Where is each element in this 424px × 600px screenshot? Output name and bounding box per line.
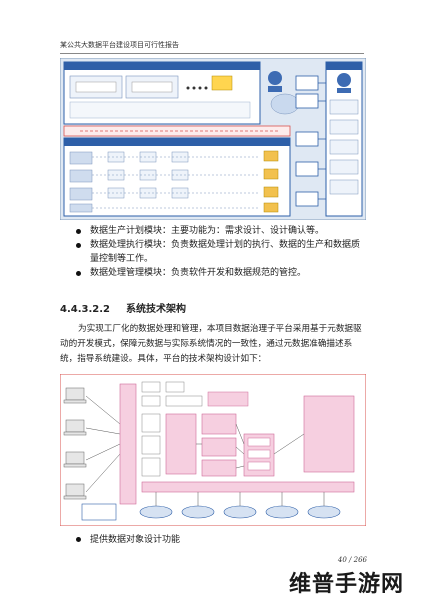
architecture-diagram <box>60 374 366 526</box>
list-item: 提供数据对象设计功能 <box>76 532 180 545</box>
header-rule <box>60 53 364 54</box>
list-item: 数据处理管理模块：负责软件开发和数据规范的管控。 <box>76 266 366 280</box>
body-paragraph: 为实现工厂化的数据处理和管理，本项目数据治理子平台采用基于元数据驱动的开发模式，… <box>60 324 362 364</box>
bullet-icon <box>76 537 81 542</box>
workflow-diagram <box>60 58 366 220</box>
list-item: 数据处理执行模块：负责数据处理计划的执行、数据的生产和数据质量控制等工作。 <box>76 238 366 266</box>
module-bullet-list: 数据生产计划模块：主要功能为：需求设计、设计确认等。 数据处理执行模块：负责数据… <box>76 224 366 280</box>
watermark: 维普手游网 <box>288 572 404 597</box>
bullet-icon <box>76 271 81 276</box>
bullet-icon <box>76 243 81 248</box>
list-item: 数据生产计划模块：主要功能为：需求设计、设计确认等。 <box>76 224 366 238</box>
page-number: 40 / 266 <box>337 556 367 564</box>
section-title: 系统技术架构 <box>126 304 186 315</box>
bullet-icon <box>76 229 81 234</box>
running-header: 某公共大数据平台建设项目可行性报告 <box>60 41 179 49</box>
section-number: 4.4.3.2.2 <box>60 304 110 315</box>
section-heading: 4.4.3.2.2 系统技术架构 <box>60 300 186 315</box>
